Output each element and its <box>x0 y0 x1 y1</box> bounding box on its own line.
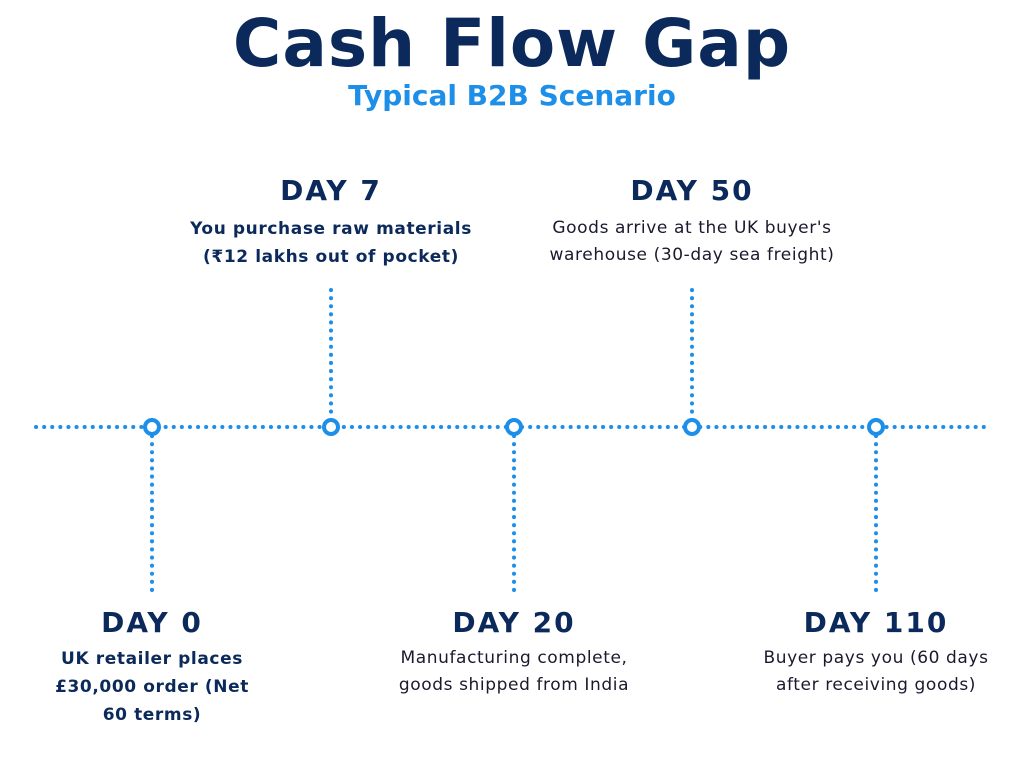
milestone-description: UK retailer places £30,000 order (Net 60… <box>55 649 249 725</box>
milestone-day-0: DAY 0 UK retailer places £30,000 order (… <box>0 605 312 729</box>
milestone-day-20: DAY 20 Manufacturing complete, goods shi… <box>354 605 674 699</box>
marker-day-110 <box>867 418 885 436</box>
milestone-day-label: DAY 7 <box>280 174 382 207</box>
marker-day-0 <box>143 418 161 436</box>
milestone-description: Manufacturing complete, goods shipped fr… <box>398 648 630 695</box>
milestone-description: Goods arrive at the UK buyer's warehouse… <box>549 218 835 265</box>
milestone-day-label: DAY 110 <box>803 606 949 639</box>
milestone-day-7: DAY 7 You purchase raw materials (₹12 la… <box>171 173 491 271</box>
marker-day-20 <box>505 418 523 436</box>
milestone-description: You purchase raw materials (₹12 lakhs ou… <box>190 219 472 267</box>
page-title: Cash Flow Gap <box>232 5 792 82</box>
milestone-day-label: DAY 20 <box>452 606 576 639</box>
page-subtitle: Typical B2B Scenario <box>348 79 676 112</box>
milestone-day-label: DAY 0 <box>101 606 203 639</box>
milestone-day-50: DAY 50 Goods arrive at the UK buyer's wa… <box>532 173 852 269</box>
milestone-description: Buyer pays you (60 days after receiving … <box>763 648 989 695</box>
milestone-day-label: DAY 50 <box>630 174 754 207</box>
marker-day-7 <box>322 418 340 436</box>
milestone-day-110: DAY 110 Buyer pays you (60 days after re… <box>716 605 1024 699</box>
marker-day-50 <box>683 418 701 436</box>
